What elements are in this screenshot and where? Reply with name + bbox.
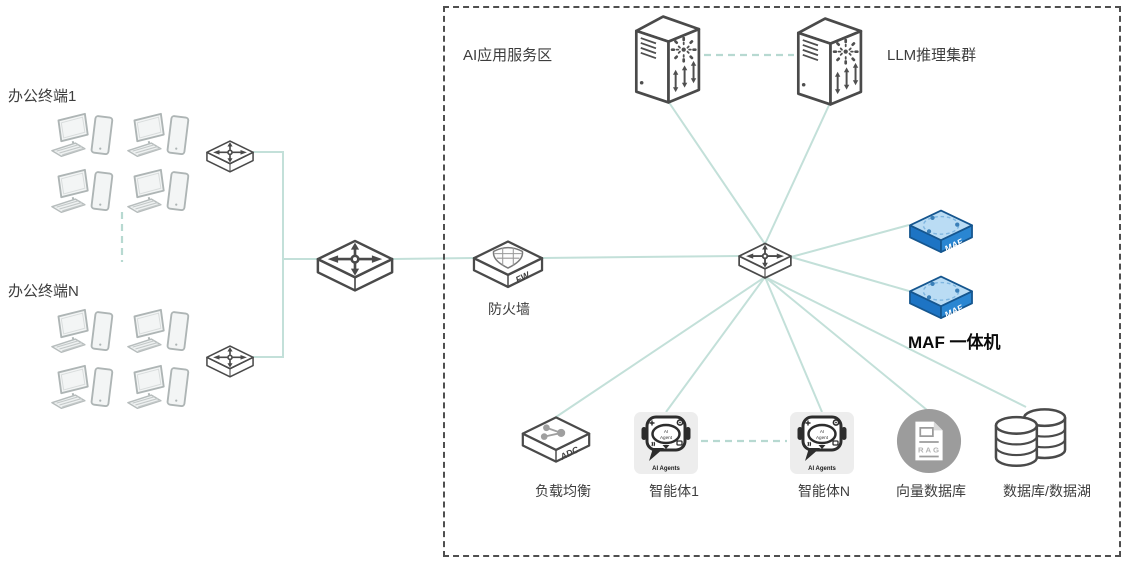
svg-text:RAG: RAG: [918, 446, 941, 455]
firewall-node: FW: [470, 237, 546, 296]
vector-db-label: 向量数据库: [896, 483, 966, 499]
data-lake-node: [988, 404, 1074, 476]
load-balancer-node: ADC: [518, 413, 594, 472]
svg-text:Agent: Agent: [816, 435, 829, 440]
database-icon: [988, 404, 1074, 476]
vector-db-node: RAG: [895, 407, 963, 475]
link-accessN-core: [253, 259, 284, 358]
link-switch-agentN: [764, 276, 823, 413]
maf-appliance-label: MAF 一体机: [908, 333, 1001, 352]
load-balancer-label: 负载均衡: [535, 483, 591, 499]
link-switch-db: [764, 276, 1027, 408]
terminal-icon: [50, 110, 116, 163]
data-lake-label: 数据库/数据湖: [1003, 483, 1091, 499]
terminal-icon: [50, 166, 116, 219]
core-switch: [313, 236, 397, 302]
llm-server-2: [792, 15, 869, 108]
link-switch-maf2: [790, 256, 910, 292]
rag-icon: RAG: [895, 407, 963, 475]
svg-text:AI: AI: [664, 429, 668, 434]
terminal-icon: [126, 166, 192, 219]
maf-appliance-2: MAF: [905, 273, 977, 328]
ai-zone-switch: [736, 240, 794, 286]
switch-icon: [313, 236, 397, 302]
terminal-icon: [50, 362, 116, 415]
link-core-firewall: [392, 257, 475, 260]
switch-icon: [204, 343, 256, 384]
ai-zone-label: AI应用服务区: [463, 47, 553, 64]
maf-appliance-1: MAF: [905, 207, 977, 262]
llm-server-1: [630, 13, 707, 106]
link-switch-adc: [555, 276, 766, 418]
svg-text:AI Agents: AI Agents: [808, 466, 836, 472]
link-switch-rag: [764, 276, 928, 411]
firewall-icon: FW: [470, 237, 546, 296]
link-switch-maf1: [790, 224, 910, 258]
switch-icon: [204, 138, 256, 179]
terminal-icon: [126, 110, 192, 163]
access-switch-n: [204, 343, 256, 384]
server-icon: [630, 13, 707, 106]
link-switch-server2: [764, 102, 831, 245]
link-access1-core: [253, 151, 317, 260]
adc-icon: ADC: [518, 413, 594, 472]
office-terminal-n-label: 办公终端N: [8, 283, 79, 300]
ai-agent-icon: AI Agent AI Agents: [633, 411, 699, 475]
terminal-icon: [126, 306, 192, 359]
terminal-icon: [50, 306, 116, 359]
link-firewall-aiswitch: [541, 255, 740, 259]
svg-text:AI Agents: AI Agents: [652, 466, 680, 472]
ai-agent-icon: AI Agent AI Agents: [789, 411, 855, 475]
svg-text:AI: AI: [820, 429, 824, 434]
agent-n-node: AI Agent AI Agents: [789, 411, 855, 475]
office-terminal-1-label: 办公终端1: [8, 88, 77, 105]
terminal-icon: [126, 362, 192, 415]
agent-1-node: AI Agent AI Agents: [633, 411, 699, 475]
link-switch-agent1: [665, 276, 766, 413]
svg-text:Agent: Agent: [660, 435, 673, 440]
firewall-label: 防火墙: [488, 301, 530, 317]
agent-n-label: 智能体N: [797, 483, 851, 499]
server-icon: [792, 15, 869, 108]
llm-cluster-label: LLM推理集群: [887, 47, 977, 64]
office-terminal-group-1: [50, 110, 196, 220]
agent-1-label: 智能体1: [649, 483, 699, 499]
switch-icon: [736, 240, 794, 286]
maf-icon: MAF: [905, 207, 977, 254]
office-terminal-group-n: [50, 306, 196, 416]
access-switch-1: [204, 138, 256, 179]
ai-zone-border: [443, 6, 1121, 557]
link-switch-server1: [667, 100, 766, 245]
maf-icon: MAF: [905, 273, 977, 320]
